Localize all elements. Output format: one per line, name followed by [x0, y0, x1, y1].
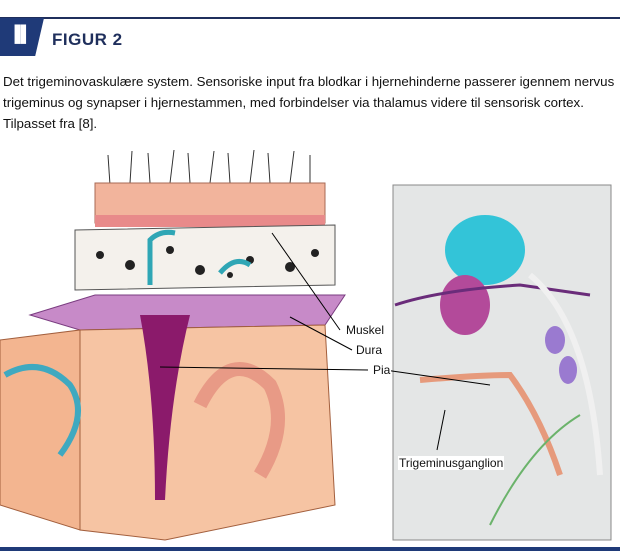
bar-chart-icon: ▐▌ [9, 26, 32, 43]
bone-layer [74, 224, 336, 291]
illustration: Muskel Dura Pia Trigeminusganglion [0, 145, 620, 545]
label-muskel: Muskel [345, 323, 386, 337]
figure-tab: ▐▌ [0, 18, 44, 56]
top-rule [0, 17, 620, 19]
label-pia: Pia [372, 363, 392, 377]
figure-caption: Det trigeminovaskulære system. Sensorisk… [3, 74, 615, 131]
sinus [140, 315, 190, 500]
bottom-rule [0, 547, 620, 551]
cortex-block-left [0, 329, 81, 531]
label-trigeminusganglion: Trigeminusganglion [398, 456, 505, 470]
cortex-block-right [79, 324, 336, 541]
figure-title: FIGUR 2 [52, 30, 123, 49]
dura-layer [28, 294, 346, 331]
thalamus [445, 215, 525, 285]
trigeminovascular-illustration [0, 149, 612, 541]
label-dura: Dura [355, 343, 384, 357]
hairs [107, 149, 311, 186]
